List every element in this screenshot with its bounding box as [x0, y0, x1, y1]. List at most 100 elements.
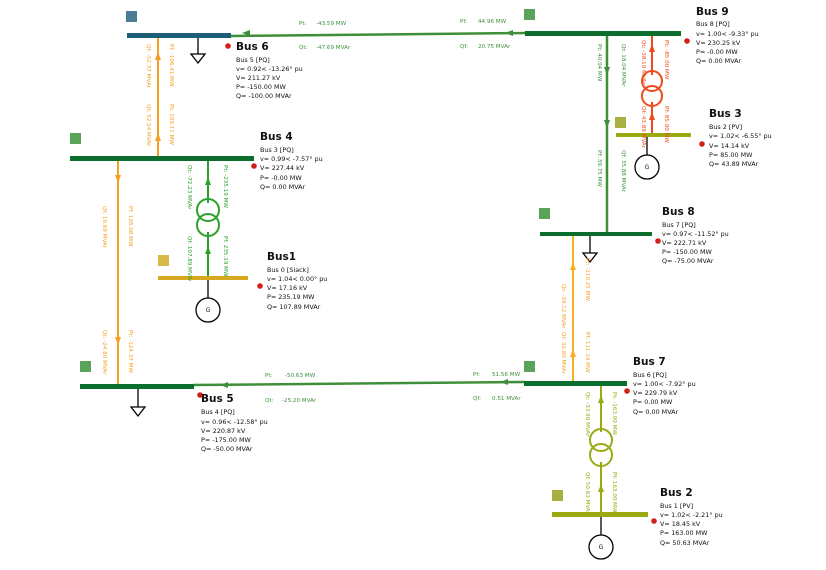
bus-power-q: Q= 0.00 MVAr: [633, 408, 679, 416]
flow-label: Pf:: [473, 372, 480, 378]
bus-power-q: Q= 0.00 MVAr: [260, 183, 306, 191]
bus-square-icon[interactable]: [552, 490, 563, 501]
flow-label: Qf: -52.37 MVAr: [145, 44, 151, 89]
bus-info-bus5: Bus 5 Bus 4 [PQ] v= 0.96< -12.58° pu V= …: [201, 393, 268, 453]
bus-type: Bus 4 [PQ]: [201, 408, 235, 416]
flow-label: Pt: 109.11 MW: [168, 104, 174, 145]
bus-voltage-pu: v= 0.99< -7.57° pu: [260, 155, 323, 163]
busbar-bus1[interactable]: [158, 276, 248, 280]
generator-label: G: [645, 164, 650, 171]
generator-label: G: [206, 307, 211, 314]
status-dot-icon: [699, 141, 705, 147]
flow-label: Pf: -106.41 MW: [168, 44, 174, 87]
generator-bus3[interactable]: G: [634, 137, 660, 180]
busbar-bus6[interactable]: [127, 33, 231, 38]
bus-type: Bus 0 [Slack]: [267, 266, 309, 274]
flow-arrow-icon: [570, 349, 576, 357]
busbar-bus7[interactable]: [524, 381, 627, 386]
flow-label: Qt: -24.80 MVAr: [101, 330, 107, 375]
flow-value: 51.56 MW: [492, 372, 521, 378]
bus-voltage-kv: V= 211.27 kV: [236, 74, 281, 82]
flow-label: Pt: -85.00 MW: [663, 40, 669, 80]
flow-arrow-icon: [570, 262, 576, 270]
bus-square-icon[interactable]: [158, 255, 169, 266]
busbar-bus2[interactable]: [552, 512, 648, 517]
line-bus9-bus6[interactable]: [227, 31, 528, 38]
bus-square-icon[interactable]: [80, 361, 91, 372]
flow-labels-line-bus5-bus7: Pt: -50.63 MW Qt: -25.20 MVAr Pf: 51.56 …: [265, 372, 521, 404]
bus-power-q: Q= 0.00 MVAr: [696, 57, 742, 65]
bus-voltage-kv: V= 222.71 kV: [662, 239, 707, 247]
flow-arrow-icon: [505, 30, 513, 36]
transformer-bus9-bus3[interactable]: [641, 36, 663, 133]
flow-label: Qf: 50.63 MVAr: [584, 472, 590, 515]
bus-title: Bus 4: [260, 131, 293, 143]
busbar-bus5[interactable]: [80, 384, 194, 389]
transformer-bus7-bus2[interactable]: [589, 385, 613, 514]
busbar-bus9[interactable]: [525, 31, 681, 36]
flow-arrow-icon: [155, 133, 161, 141]
bus-square-icon[interactable]: [70, 133, 81, 144]
busbar-bus4[interactable]: [70, 156, 254, 161]
bus-voltage-pu: v= 1.00< -7.92° pu: [633, 380, 696, 388]
flow-label: Pt: -124.37 MW: [127, 330, 133, 373]
bus-type: Bus 6 [PQ]: [633, 371, 667, 379]
status-dot-icon: [624, 388, 630, 394]
bus-voltage-kv: V= 227.44 kV: [260, 164, 305, 172]
flow-label: Pt:: [265, 373, 273, 379]
line-bus5-bus7[interactable]: [192, 380, 526, 387]
bus-info-bus3: Bus 3 Bus 2 [PV] v= 1.02< -6.55° pu V= 1…: [709, 108, 772, 168]
flow-value: -47.69 MVAr: [316, 45, 351, 51]
flow-value: -50.63 MW: [285, 373, 316, 379]
flow-label: Qf: 32.80 MVAr: [560, 332, 566, 375]
load-arrow-icon[interactable]: [581, 236, 599, 264]
bus-square-icon[interactable]: [126, 11, 137, 22]
flow-label: Pt: -235.19 MW: [222, 165, 228, 208]
flow-value: 44.96 MW: [478, 19, 507, 25]
status-dot-icon: [197, 392, 203, 398]
bus-type: Bus 5 [PQ]: [236, 56, 270, 64]
flow-arrow-icon: [220, 382, 228, 388]
bus-square-icon[interactable]: [539, 208, 550, 219]
bus-square-icon[interactable]: [524, 9, 535, 20]
flow-labels-line-bus8-bus7: Pt: -110.25 MW Qt: -39.12 MVAr Qf: 32.80…: [560, 258, 590, 375]
bus-power-q: Q= -50.00 MVAr: [201, 445, 253, 453]
bus-square-icon[interactable]: [524, 361, 535, 372]
bus-type: Bus 2 [PV]: [709, 123, 742, 131]
bus-power-q: Q= -100.00 MVAr: [236, 92, 292, 100]
flow-label: Pf: 85.00 MW: [663, 106, 669, 143]
bus-power-p: P= 85.00 MW: [709, 151, 753, 159]
load-arrow-icon[interactable]: [129, 389, 147, 418]
flow-label: Qf:: [473, 396, 481, 402]
flow-label: Qt: -72.23 MVAr: [186, 165, 192, 210]
bus-square-icon[interactable]: [615, 117, 626, 128]
bus-voltage-kv: V= 17.16 kV: [267, 284, 308, 292]
flow-value: 0.51 MVAr: [492, 396, 521, 402]
bus-power-q: Q= 43.89 MVAr: [709, 160, 759, 168]
flow-label: Qf: 43.89 MVAr: [640, 106, 646, 149]
flow-label: Pf: 111.14 MW: [584, 332, 590, 373]
status-dot-icon: [225, 43, 231, 49]
flow-label: Pf: 235.19 MW: [222, 236, 228, 277]
bus-voltage-kv: V= 18.45 kV: [660, 520, 701, 528]
load-arrow-icon[interactable]: [189, 38, 207, 65]
bus-type: Bus 1 [PV]: [660, 502, 693, 510]
flow-label: Pt: -110.25 MW: [584, 258, 590, 301]
bus-info-bus7: Bus 7 Bus 6 [PQ] v= 1.00< -7.92° pu V= 2…: [633, 356, 696, 416]
generator-bus2[interactable]: G: [588, 517, 614, 560]
transformer-bus4-bus1[interactable]: [196, 159, 220, 278]
flow-arrow-icon: [115, 175, 121, 183]
status-dot-icon: [684, 38, 690, 44]
busbar-bus3[interactable]: [616, 133, 691, 137]
generator-bus1[interactable]: G: [195, 280, 221, 323]
flow-label: Qt:: [265, 398, 274, 404]
flow-label: Pf: 126.08 MW: [127, 206, 133, 247]
busbar-bus8[interactable]: [540, 232, 652, 236]
bus-info-bus1: Bus1 Bus 0 [Slack] v= 1.04< 0.00° pu V= …: [267, 251, 327, 311]
bus-power-p: P= -0.00 MW: [696, 48, 738, 56]
bus-voltage-pu: v= 0.96< -12.58° pu: [201, 418, 268, 426]
flow-label: Pf: 39.75 MW: [596, 150, 602, 187]
flow-label: Pf:: [460, 19, 467, 25]
bus-info-bus8: Bus 8 Bus 7 [PQ] v= 0.97< -11.52° pu V= …: [662, 206, 729, 265]
